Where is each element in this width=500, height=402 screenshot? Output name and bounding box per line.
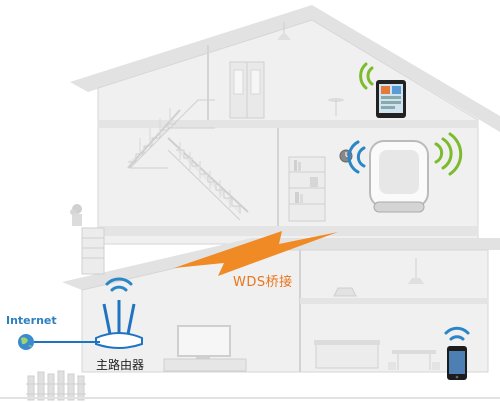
- wds-lightning-icon: [174, 231, 338, 276]
- staircase: [127, 99, 249, 221]
- wifi-icon: [359, 62, 374, 90]
- side-table: [328, 98, 344, 116]
- wifi-icon: [347, 140, 366, 174]
- plant: [70, 204, 82, 226]
- wds-bridge-label: WDS桥接: [233, 275, 293, 290]
- tv-cabinet: [163, 325, 247, 372]
- kitchen: [314, 258, 440, 370]
- fence: [26, 370, 86, 401]
- wifi-icon: [105, 277, 133, 292]
- tablet-icon: [376, 80, 406, 118]
- bookshelf: [288, 156, 326, 222]
- wifi-icon: [434, 132, 463, 176]
- wifi-icon: [444, 326, 470, 341]
- internet-label: Internet: [6, 314, 57, 327]
- globe-icon: [18, 334, 34, 350]
- ceiling-lamp: [277, 22, 291, 40]
- wardrobe: [229, 61, 265, 119]
- phone-icon: [447, 346, 467, 380]
- main-router-icon: [95, 300, 143, 349]
- stair-stub: [81, 227, 105, 275]
- extender-router-icon: [369, 140, 429, 213]
- main-router-label: 主路由器: [96, 358, 145, 372]
